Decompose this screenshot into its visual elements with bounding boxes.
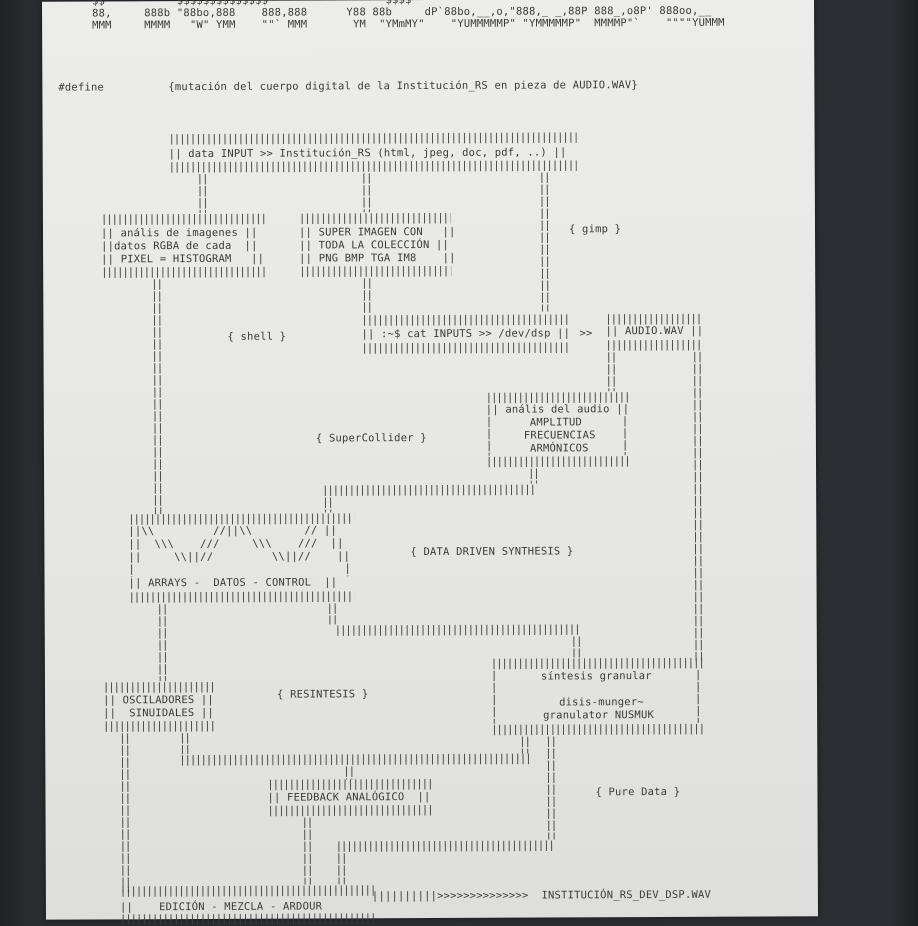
audio-analysis-amplitud: AMPLITUD bbox=[529, 416, 583, 429]
arrays-box-top: ||||||||||||||||||||||||||||||||||||||||… bbox=[128, 512, 355, 526]
connector-arrays-down: ||||||||||||||||||||||||||||||||||||||||… bbox=[326, 602, 338, 625]
arrays-decor-line-3: || \\||// \\||// || bbox=[128, 550, 351, 564]
edit-box-top: ||||||||||||||||||||||||||||||||||||||||… bbox=[119, 884, 374, 898]
oscillators-box-bottom: ||||||||||||||||||||||||||||||||||||||||… bbox=[103, 719, 218, 733]
connector-arrays-to-oscillators: ||||||||||||||||||||||||||||||||||||||||… bbox=[156, 603, 168, 682]
ascii-banner-line-2: MMM MMMM "W" YMM ""` MMM YM "YMmMY" "YUM… bbox=[92, 16, 725, 32]
connector-bus-to-edit: ||||||||||||||||||||||||||||||||||||||||… bbox=[335, 852, 347, 885]
audio-analysis-armonicos: ARMÓNICOS bbox=[529, 442, 589, 455]
cat-box-bottom: ||||||||||||||||||||||||||||||||||||||||… bbox=[361, 341, 570, 355]
input-box-top-border: ||||||||||||||||||||||||||||||||||||||||… bbox=[168, 131, 577, 146]
arrays-box-bottom: ||||||||||||||||||||||||||||||||||||||||… bbox=[128, 590, 355, 604]
super-image-line-3: || PNG BMP TGA IM8 || bbox=[299, 251, 456, 265]
input-box-label: || data INPUT >> Institución_RS (html, j… bbox=[168, 146, 567, 161]
arrow-to-audio-wav: >> bbox=[579, 327, 593, 340]
connector-oscillators-to-edit: ||||||||||||||||||||||||||||||||||||||||… bbox=[119, 732, 131, 892]
label-pure-data: { Pure Data } bbox=[595, 785, 681, 799]
connector-into-granular: ||||||||||||||||||||||||||||||||||||||||… bbox=[570, 635, 582, 658]
granular-line-1: síntesis granular bbox=[540, 670, 652, 683]
arrays-label: || ARRAYS - DATOS - CONTROL || bbox=[128, 576, 338, 590]
connector-audio-analysis-to-arrays: ||||||||||||||||||||||||||||||||||||||||… bbox=[322, 483, 537, 497]
super-image-line-2: || TODA LA COLECCIÓN || bbox=[299, 238, 450, 252]
audio-analysis-left-wall: ||||||||||||||||||||||||||||||||||||||||… bbox=[485, 415, 492, 456]
input-box-bottom-border: ||||||||||||||||||||||||||||||||||||||||… bbox=[168, 159, 577, 174]
granular-right-wall: ||||||||||||||||||||||||||||||||||||||||… bbox=[694, 668, 701, 723]
granular-box-top: ||||||||||||||||||||||||||||||||||||||||… bbox=[490, 656, 705, 670]
oscillators-line-2: || SINUIDALES || bbox=[103, 706, 215, 720]
label-resintesis: { RESINTESIS } bbox=[277, 688, 369, 701]
granular-line-2: disis-munger~ bbox=[559, 696, 644, 709]
super-image-line-1: || SUPER IMAGEN CON || bbox=[298, 225, 456, 239]
connector-arrays-to-granular: ||||||||||||||||||||||||||||||||||||||||… bbox=[334, 623, 579, 637]
granular-line-3: granulator NUSMUK bbox=[543, 709, 655, 722]
edit-box-bottom: ||||||||||||||||||||||||||||||||||||||||… bbox=[119, 912, 375, 926]
arrays-left-wall: |||||||||||||||| bbox=[128, 563, 134, 577]
connector-audio-wav-to-granular: ||||||||||||||||||||||||||||||||||||||||… bbox=[691, 350, 704, 661]
oscillators-line-1: || OSCILADORES || bbox=[103, 693, 214, 707]
feedback-label: || FEEDBACK ANALÓGICO || bbox=[267, 791, 431, 804]
arrays-decor-line-1: ||\\ //||\\ // || bbox=[128, 524, 338, 538]
connector-audio-wav-to-audio-analysis: ||||||||||||||||||||||||||||||||||||||||… bbox=[605, 351, 617, 391]
audio-wav-label: || AUDIO.WAV || bbox=[605, 324, 704, 338]
audio-analysis-box-bottom: ||||||||||||||||||||||||||||||||||||||||… bbox=[485, 455, 633, 468]
connector-granular-to-edit-bus: ||||||||||||||||||||||||||||||||||||||||… bbox=[335, 839, 556, 853]
audio-analysis-line-1: || anális del audio || bbox=[485, 403, 630, 416]
image-analysis-line-3: || PIXEL = HISTOGRAM || bbox=[101, 252, 265, 266]
connector-into-arrays: |||||||||||||||||||||||||||||| bbox=[322, 496, 333, 512]
audio-wav-box-top: |||||||||||||||||||||||||||||||||||||||| bbox=[605, 312, 704, 326]
connector-image-analysis-to-arrays: ||||||||||||||||||||||||||||||||||||||||… bbox=[151, 278, 163, 515]
connector-feedback-bus: ||||||||||||||||||||||||||||||||||||||||… bbox=[179, 752, 530, 767]
label-gimp: { gimp } bbox=[568, 223, 622, 236]
feedback-box-top: ||||||||||||||||||||||||||||||||||||||||… bbox=[267, 777, 432, 791]
audio-analysis-right-wall: ||||||||||||||||||||||||||||||||||||||||… bbox=[621, 415, 628, 455]
feedback-box-bottom: ||||||||||||||||||||||||||||||||||||||||… bbox=[267, 803, 432, 817]
cat-box-label: || :~$ cat INPUTS >> /dev/dsp || bbox=[361, 327, 571, 341]
granular-box-bottom: ||||||||||||||||||||||||||||||||||||||||… bbox=[491, 722, 706, 736]
label-data-driven-synthesis: { DATA DRIVEN SYNTHESIS } bbox=[410, 545, 574, 559]
connector-bus-to-feedback: |||||||||||||||||||||||||||| bbox=[343, 765, 355, 779]
cat-box-top: ||||||||||||||||||||||||||||||||||||||||… bbox=[361, 313, 570, 327]
connector-granular-to-output: ||||||||||||||||||||||||||||||||||||||||… bbox=[545, 735, 557, 840]
connector-feedback-to-edit: ||||||||||||||||||||||||||||||||||||||||… bbox=[301, 816, 313, 885]
image-analysis-line-2: ||datos RGBA de cada || bbox=[101, 239, 258, 253]
output-file-arrow: ||||||||||>>>>>>>>>>>>>> INSTITUCIÓN_RS_… bbox=[371, 888, 712, 903]
connector-granular-to-feedback-bus: |||||||||||||||||||||||||||||||||||| bbox=[519, 735, 530, 754]
audio-wav-box-bottom: |||||||||||||||||||||||||||||||||||||||| bbox=[605, 338, 704, 352]
image-analysis-box-top: ||||||||||||||||||||||||||||||||||||||||… bbox=[100, 212, 267, 226]
label-supercollider: { SuperCollider } bbox=[315, 432, 427, 445]
audio-analysis-frecuencias: FRECUENCIAS bbox=[523, 429, 596, 442]
paper-sheet: $$ $$$$$$$$$$$$$$ $$$$ 88, 888b "88bo,88… bbox=[42, 0, 818, 925]
connector-input-to-cat: ||||||||||||||||||||||||||||||||||||||||… bbox=[538, 171, 551, 312]
super-image-box-top: ||||||||||||||||||||||||||||||||||||||||… bbox=[298, 211, 451, 225]
arrays-right-wall: |||||||||||||||| bbox=[344, 562, 350, 576]
image-analysis-line-1: || anális de imagenes || bbox=[100, 226, 258, 240]
image-analysis-box-bottom: ||||||||||||||||||||||||||||||||||||||||… bbox=[101, 265, 268, 279]
oscillators-box-top: ||||||||||||||||||||||||||||||||||||||||… bbox=[102, 680, 218, 694]
edit-label: || EDICIÓN - MEZCLA - ARDOUR bbox=[119, 900, 323, 914]
label-shell: { shell } bbox=[227, 330, 287, 343]
define-keyword: #define bbox=[58, 81, 105, 94]
connector-oscillators-to-feedback-line: ||||||||||||||||||||||||||||||||||||||||… bbox=[179, 732, 190, 755]
super-image-box-bottom: ||||||||||||||||||||||||||||||||||||||||… bbox=[299, 264, 452, 278]
arrays-decor-line-2: || \\\ /// \\\ /// || bbox=[128, 537, 344, 551]
audio-analysis-box-top: ||||||||||||||||||||||||||||||||||||||||… bbox=[485, 391, 632, 404]
connector-super-image-to-cat: ||||||||||||||||||||||||||||||||||||||||… bbox=[361, 277, 373, 314]
define-text: {mutación del cuerpo digital de la Insti… bbox=[168, 79, 638, 94]
granular-left-wall: ||||||||||||||||||||||||||||||||||||||||… bbox=[490, 669, 497, 724]
connector-audio-analysis-down: |||||||||||||||||||||||||||||| bbox=[528, 467, 539, 484]
connector-input-to-image-analysis: ||||||||||||||||||||||||||||||||||||||||… bbox=[196, 172, 208, 213]
connector-input-to-super-image: ||||||||||||||||||||||||||||||||||||||||… bbox=[360, 172, 372, 212]
